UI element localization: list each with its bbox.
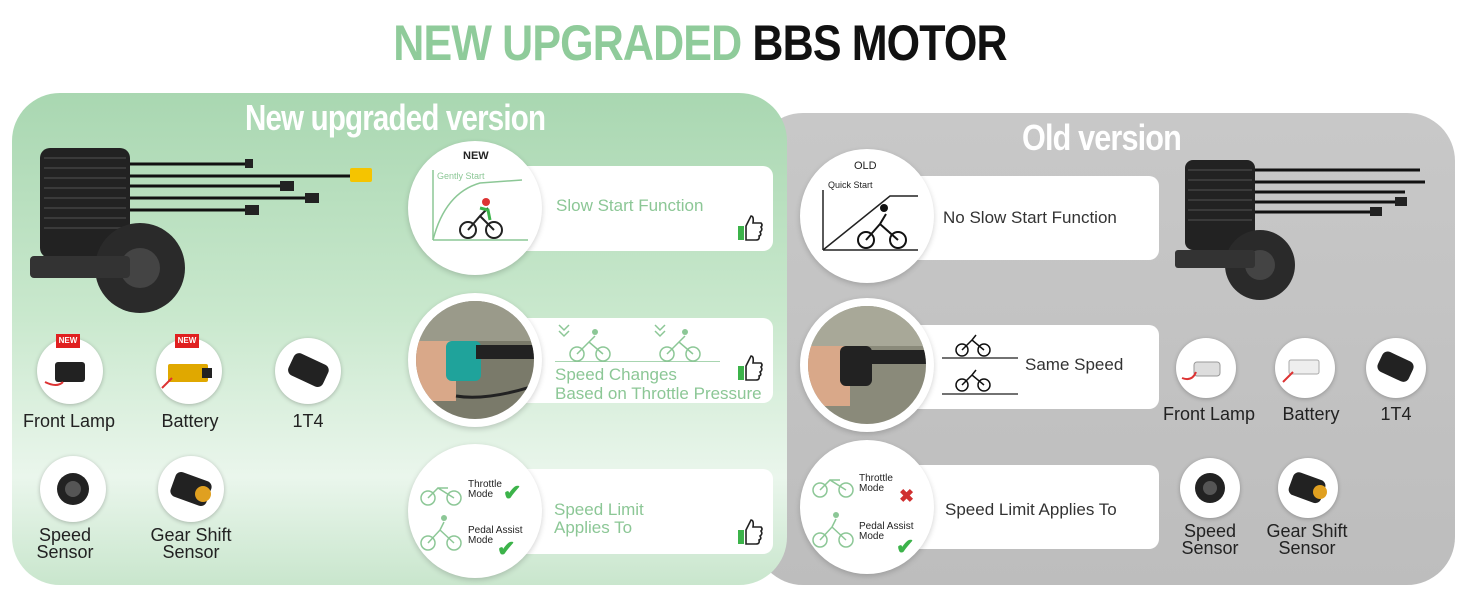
thumbs-up-icon: [738, 519, 763, 545]
modes-bubble: [408, 444, 542, 578]
speed-bikes-icon: [555, 324, 720, 362]
speed-sensor-image: [40, 456, 106, 522]
gently-start-graph-icon: [432, 170, 528, 241]
old-version-heading: Old version: [1022, 117, 1182, 158]
no-slow-start-text: No Slow Start Function: [943, 208, 1117, 227]
same-speed-bikes-icon: [942, 334, 1018, 395]
front-lamp-label: Front Lamp: [22, 411, 116, 431]
cross-icon: ✖: [899, 486, 915, 506]
gear-shift-sensor-label-line1: Gear Shift: [150, 525, 232, 545]
old-badge-text: OLD: [854, 160, 877, 172]
title-green-part: NEW UPGRADED: [393, 15, 742, 71]
old-speed-sensor-label-line1: Speed: [1183, 521, 1237, 541]
old-speed-sensor-image: [1180, 458, 1240, 518]
old-front-lamp-connector-image: [1176, 338, 1236, 398]
old-gear-shift-sensor-label-line2: Sensor: [1278, 538, 1336, 558]
old-front-lamp-label: Front Lamp: [1162, 404, 1256, 424]
old-gear-shift-sensor-image: [1278, 458, 1338, 518]
old-speed-limit-text: Speed Limit Applies To: [945, 500, 1117, 519]
old-pedal-assist-mode-label: Pedal Assist Mode: [859, 521, 914, 542]
pedal-assist-mode-label: Pedal Assist Mode: [468, 525, 523, 546]
same-speed-text: Same Speed: [1025, 355, 1124, 374]
old-motor-image: [1175, 160, 1425, 300]
thumbs-up-icon: [738, 355, 763, 381]
speed-changes-text-line1: Speed Changes: [555, 365, 677, 384]
slow-start-text: Slow Start Function: [556, 196, 704, 215]
quick-start-label: Quick Start: [828, 180, 873, 190]
speed-changes-text-line2: Based on Throttle Pressure: [555, 384, 762, 403]
page-title: NEW UPGRADED BBS MOTOR: [98, 14, 1302, 72]
new-tag: NEW: [56, 334, 80, 348]
gear-shift-sensor-label-line2: Sensor: [162, 542, 220, 562]
slow-start-bubble: [408, 141, 542, 275]
battery-connector-image: [156, 338, 222, 404]
new-motor-image: [30, 148, 372, 313]
throttle-hand-image: [416, 301, 534, 419]
gear-shift-sensor-image: [158, 456, 224, 522]
battery-label: Battery: [161, 411, 219, 431]
old-battery-label: Battery: [1282, 404, 1340, 424]
speed-sensor-label-line2: Sensor: [36, 542, 94, 562]
old-battery-connector-image: [1275, 338, 1335, 398]
old-mode-bikes-icon: [812, 479, 854, 548]
old-speed-sensor-label-line2: Sensor: [1181, 538, 1239, 558]
new-tag: NEW: [175, 334, 199, 348]
throttle-mode-label: Throttle Mode: [468, 479, 502, 500]
thumbs-up-icon: [738, 215, 763, 241]
old-throttle-mode-label: Throttle Mode: [859, 473, 893, 494]
mode-bikes-icon: [420, 487, 462, 551]
old-1t4-label: 1T4: [1380, 404, 1412, 424]
front-lamp-connector-image: [37, 338, 103, 404]
speed-sensor-label-line1: Speed: [38, 525, 92, 545]
old-1t4-connector-image: [1366, 338, 1426, 398]
speed-limit-text-line1: Speed Limit: [554, 500, 644, 519]
new-version-heading: New upgraded version: [245, 97, 546, 138]
title-black-part: BBS MOTOR: [752, 15, 1007, 71]
old-modes-bubble: [800, 440, 934, 574]
old-throttle-hand-image: [808, 306, 926, 424]
speed-limit-text-line2: Applies To: [554, 518, 633, 537]
gently-start-label: Gently Start: [437, 171, 485, 181]
check-icon: ✔: [503, 480, 522, 505]
check-icon: ✔: [497, 536, 516, 561]
check-icon: ✔: [896, 534, 915, 559]
1t4-label: 1T4: [292, 411, 324, 431]
quick-start-graph-icon: [822, 190, 918, 251]
new-badge-text: NEW: [463, 150, 489, 162]
1t4-connector-image: [275, 338, 341, 404]
old-gear-shift-sensor-label-line1: Gear Shift: [1266, 521, 1348, 541]
